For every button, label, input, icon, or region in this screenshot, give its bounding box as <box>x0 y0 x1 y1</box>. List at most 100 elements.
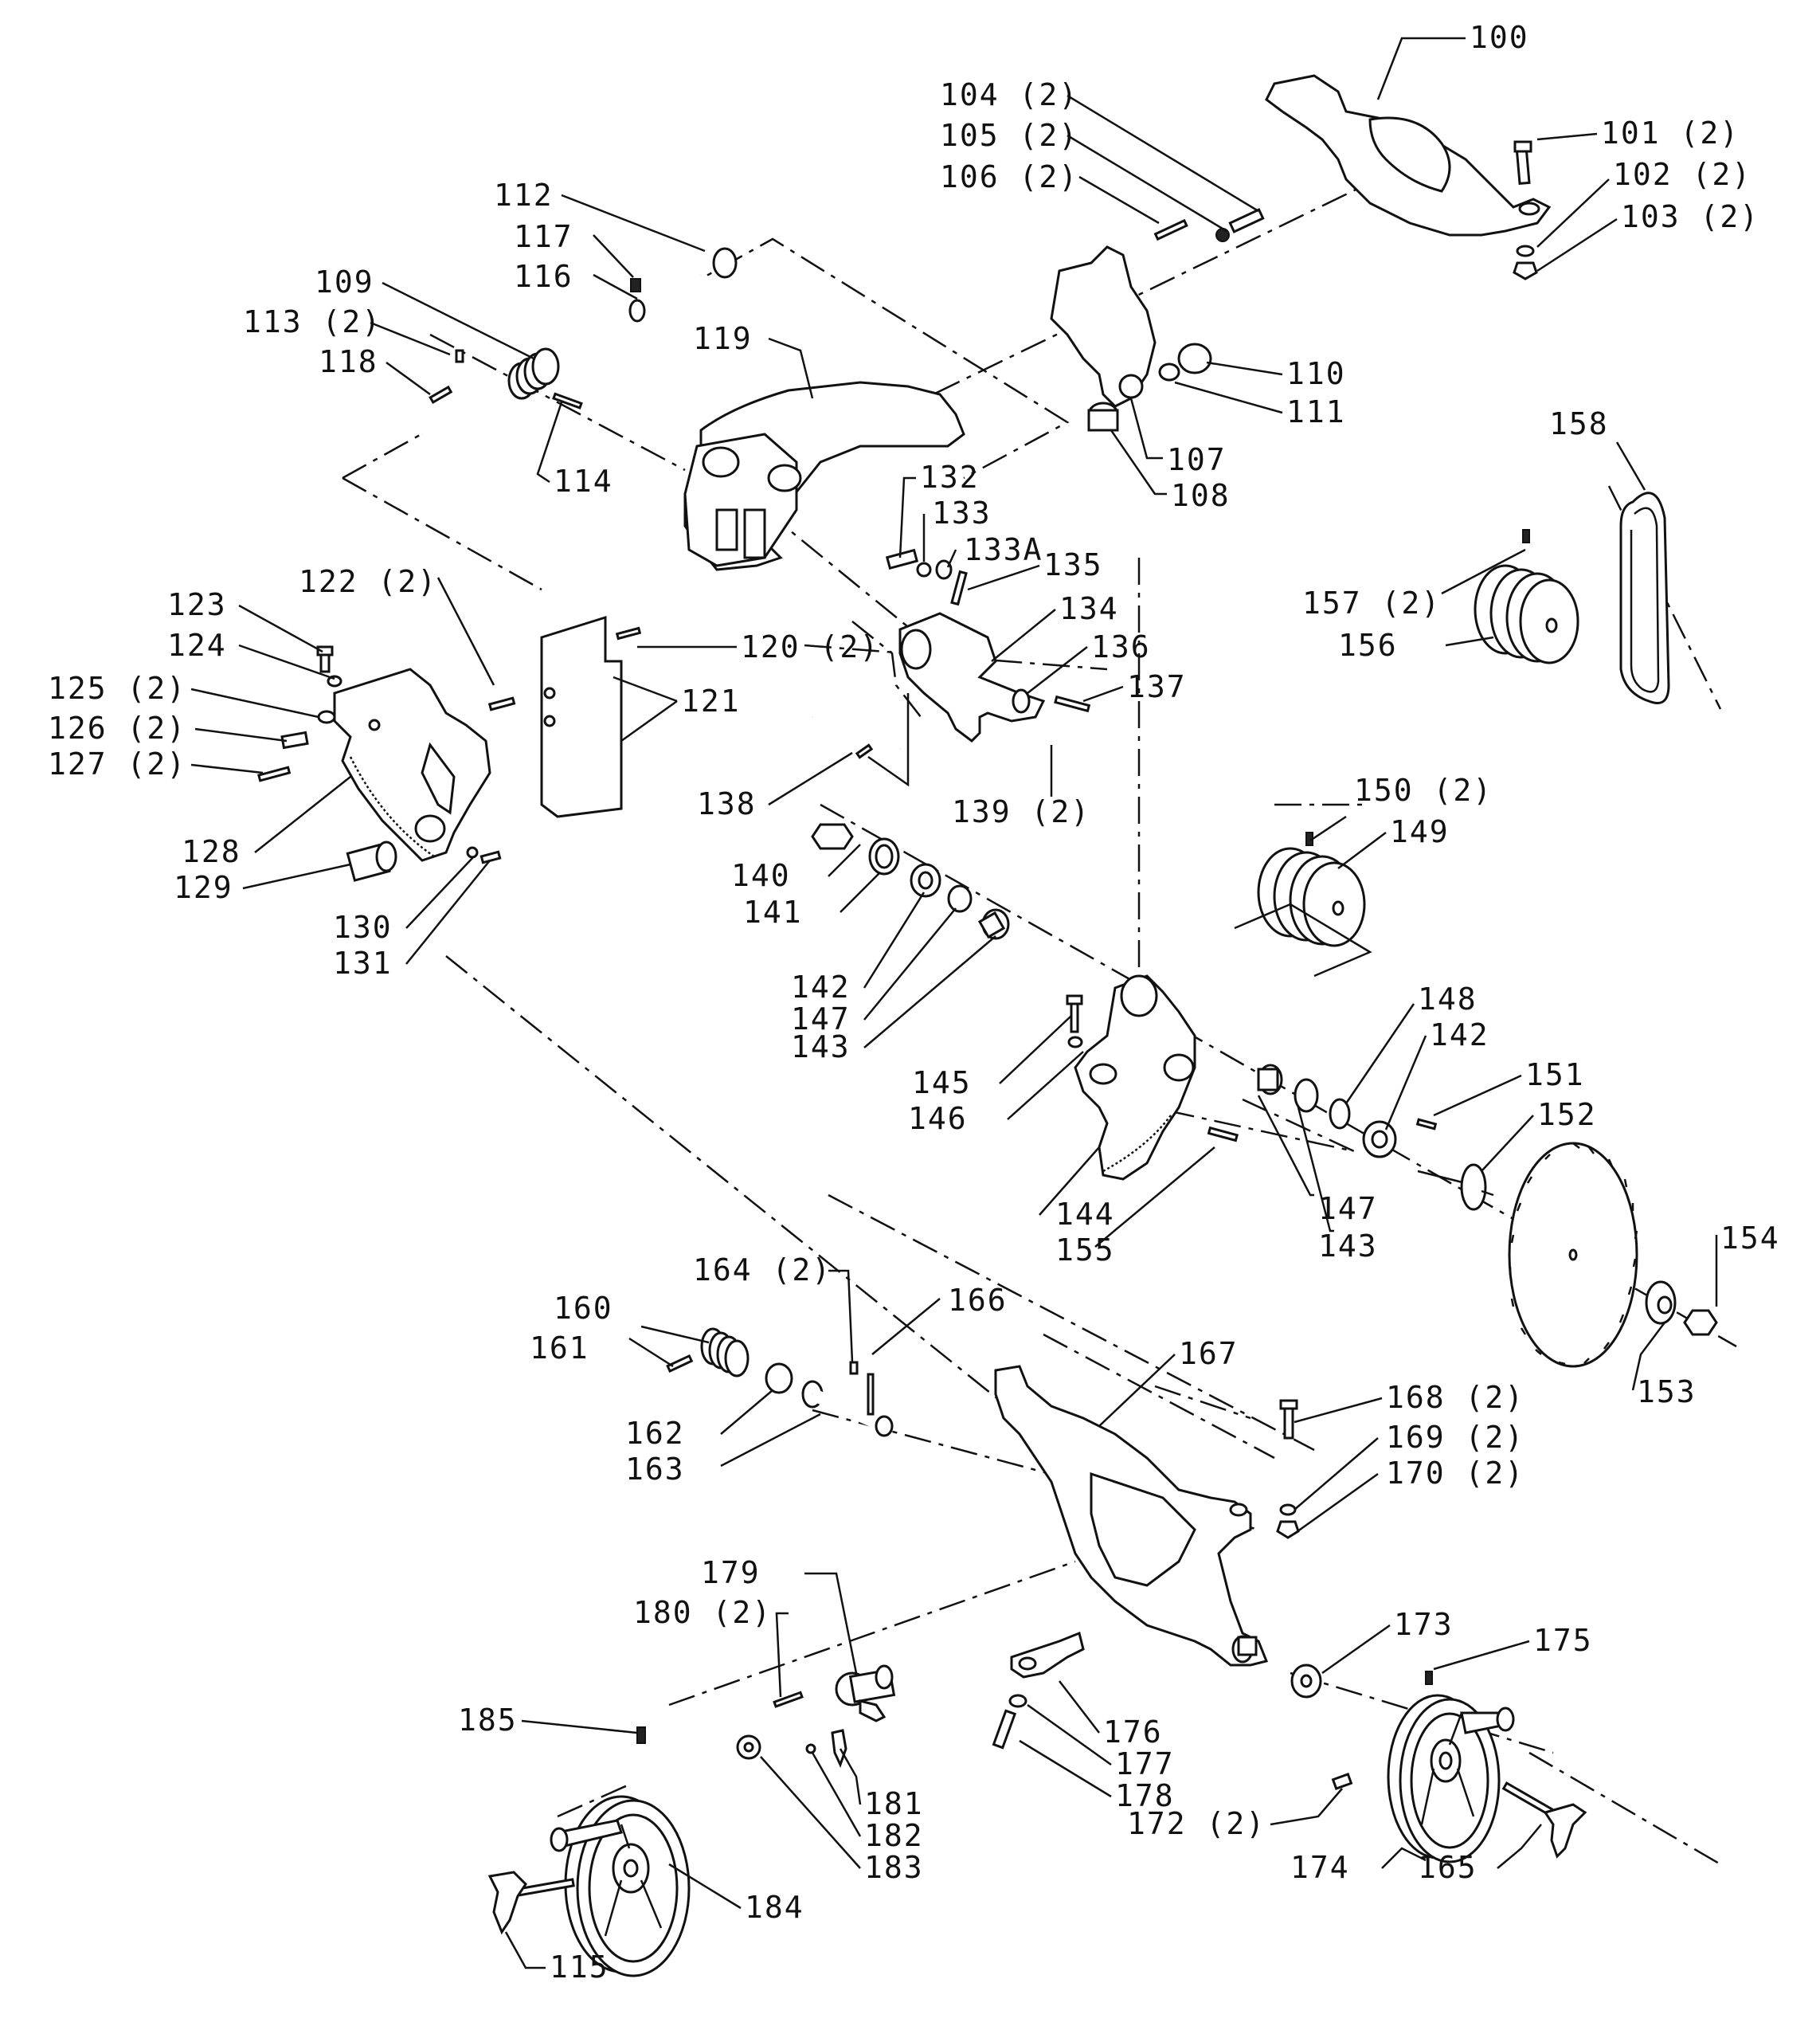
callout-142-right: 142 <box>1430 1017 1489 1052</box>
callout-115: 115 <box>550 1950 609 1985</box>
base-trunnion-167 <box>994 1365 1269 1667</box>
callout-139: 139 (2) <box>952 794 1090 829</box>
callout-133A: 133A <box>964 532 1043 567</box>
callout-144: 144 <box>1055 1197 1115 1232</box>
guard-120-121 <box>487 615 642 818</box>
callout-143-right: 143 <box>1318 1229 1378 1264</box>
callout-138: 138 <box>697 786 757 821</box>
callout-134: 134 <box>1059 591 1119 626</box>
motor-pulley-156 <box>1474 529 1579 664</box>
callout-182: 182 <box>864 1818 924 1853</box>
lower-hardware-179-183 <box>736 1664 896 1768</box>
callout-117: 117 <box>514 219 573 254</box>
bracket-107 <box>1050 245 1157 408</box>
callout-166: 166 <box>948 1283 1008 1318</box>
callout-142-left: 142 <box>791 970 851 1005</box>
callout-158: 158 <box>1549 406 1609 441</box>
callout-136: 136 <box>1091 629 1151 664</box>
callout-labels: 100 101 (2) 102 (2) 103 (2) 104 (2) 105 … <box>48 20 1780 1985</box>
callout-109: 109 <box>315 265 374 300</box>
callout-177: 177 <box>1115 1746 1175 1781</box>
callout-173: 173 <box>1394 1607 1454 1642</box>
callout-184: 184 <box>745 1890 804 1925</box>
bushing-screw-129-131 <box>346 841 502 882</box>
callout-107: 107 <box>1167 442 1227 477</box>
callout-172: 172 (2) <box>1127 1806 1266 1841</box>
callout-124: 124 <box>167 628 227 663</box>
callout-110: 110 <box>1286 356 1346 391</box>
callout-131: 131 <box>333 946 393 981</box>
callout-176: 176 <box>1103 1714 1163 1750</box>
callout-145: 145 <box>912 1065 972 1100</box>
callout-103: 103 (2) <box>1621 199 1759 234</box>
saw-blade <box>1508 1142 1638 1368</box>
callout-102: 102 (2) <box>1613 157 1752 192</box>
callout-127: 127 (2) <box>48 747 186 782</box>
callout-140: 140 <box>731 858 791 893</box>
callout-169: 169 (2) <box>1386 1420 1524 1455</box>
callout-146: 146 <box>908 1101 968 1136</box>
sector-gear-128 <box>333 668 491 862</box>
callout-129: 129 <box>174 870 233 905</box>
callout-163: 163 <box>625 1452 685 1487</box>
callout-175: 175 <box>1533 1623 1593 1658</box>
callout-126: 126 (2) <box>48 711 186 746</box>
callout-leaders <box>190 37 1718 1969</box>
callout-147-right: 147 <box>1318 1191 1378 1226</box>
callout-170: 170 (2) <box>1386 1456 1524 1491</box>
callout-178: 178 <box>1115 1778 1175 1813</box>
callout-152: 152 <box>1537 1097 1597 1132</box>
callout-116: 116 <box>514 259 573 294</box>
callout-104: 104 (2) <box>940 77 1078 112</box>
handle-115 <box>487 1871 575 1935</box>
callout-137: 137 <box>1127 669 1187 704</box>
callout-122: 122 (2) <box>299 564 437 599</box>
arbor-parts-142-152 <box>1257 1064 1494 1211</box>
upper-arm-casting <box>1265 74 1552 237</box>
callout-183: 183 <box>864 1850 924 1885</box>
bolt-washer-nut-168-170 <box>1276 1399 1300 1539</box>
callout-161: 161 <box>530 1330 589 1366</box>
callout-156: 156 <box>1338 628 1398 663</box>
callout-185: 185 <box>458 1703 518 1738</box>
callout-121: 121 <box>681 684 741 719</box>
callout-125: 125 (2) <box>48 671 186 706</box>
callout-181: 181 <box>864 1786 924 1821</box>
flange-nut-153-154 <box>1645 1280 1718 1336</box>
callout-141: 141 <box>743 895 803 930</box>
callout-113: 113 (2) <box>243 304 382 339</box>
handle-165 <box>1501 1781 1587 1859</box>
callout-135: 135 <box>1043 547 1103 582</box>
screws-104-106 <box>1153 208 1265 242</box>
callout-112: 112 <box>494 178 554 213</box>
callout-168: 168 (2) <box>1386 1380 1524 1415</box>
lock-handle-176-178 <box>992 1631 1085 1750</box>
callout-120: 120 (2) <box>741 629 879 664</box>
callout-106: 106 (2) <box>940 159 1078 194</box>
hand-wheel-174 <box>1387 1694 1515 1863</box>
callout-100: 100 <box>1470 20 1529 55</box>
callout-118: 118 <box>319 344 378 379</box>
callout-157: 157 (2) <box>1302 586 1441 621</box>
callout-162: 162 <box>625 1416 685 1451</box>
hardware-172-175 <box>1290 1664 1433 1790</box>
pins-113-114-118 <box>429 349 583 410</box>
callout-119: 119 <box>693 321 753 356</box>
bushings-108-110-111 <box>1087 343 1212 432</box>
callout-132: 132 <box>920 460 980 495</box>
callout-174: 174 <box>1290 1850 1350 1885</box>
callout-160: 160 <box>554 1291 613 1326</box>
bolt-washer-nut-101-103 <box>1513 140 1538 280</box>
callout-133: 133 <box>932 496 992 531</box>
callout-130: 130 <box>333 910 393 945</box>
callout-151: 151 <box>1525 1057 1585 1092</box>
callout-147-left: 147 <box>791 1001 851 1037</box>
shaft-pins-138-139 <box>812 715 901 759</box>
bearings-140-143 <box>811 823 1010 940</box>
callout-149: 149 <box>1390 814 1450 849</box>
callout-150: 150 (2) <box>1354 773 1493 808</box>
callout-154: 154 <box>1720 1221 1780 1256</box>
pivot-assembly-132-137 <box>885 548 1091 743</box>
motor-bracket-144 <box>1066 974 1239 1181</box>
callout-164: 164 (2) <box>693 1252 832 1287</box>
